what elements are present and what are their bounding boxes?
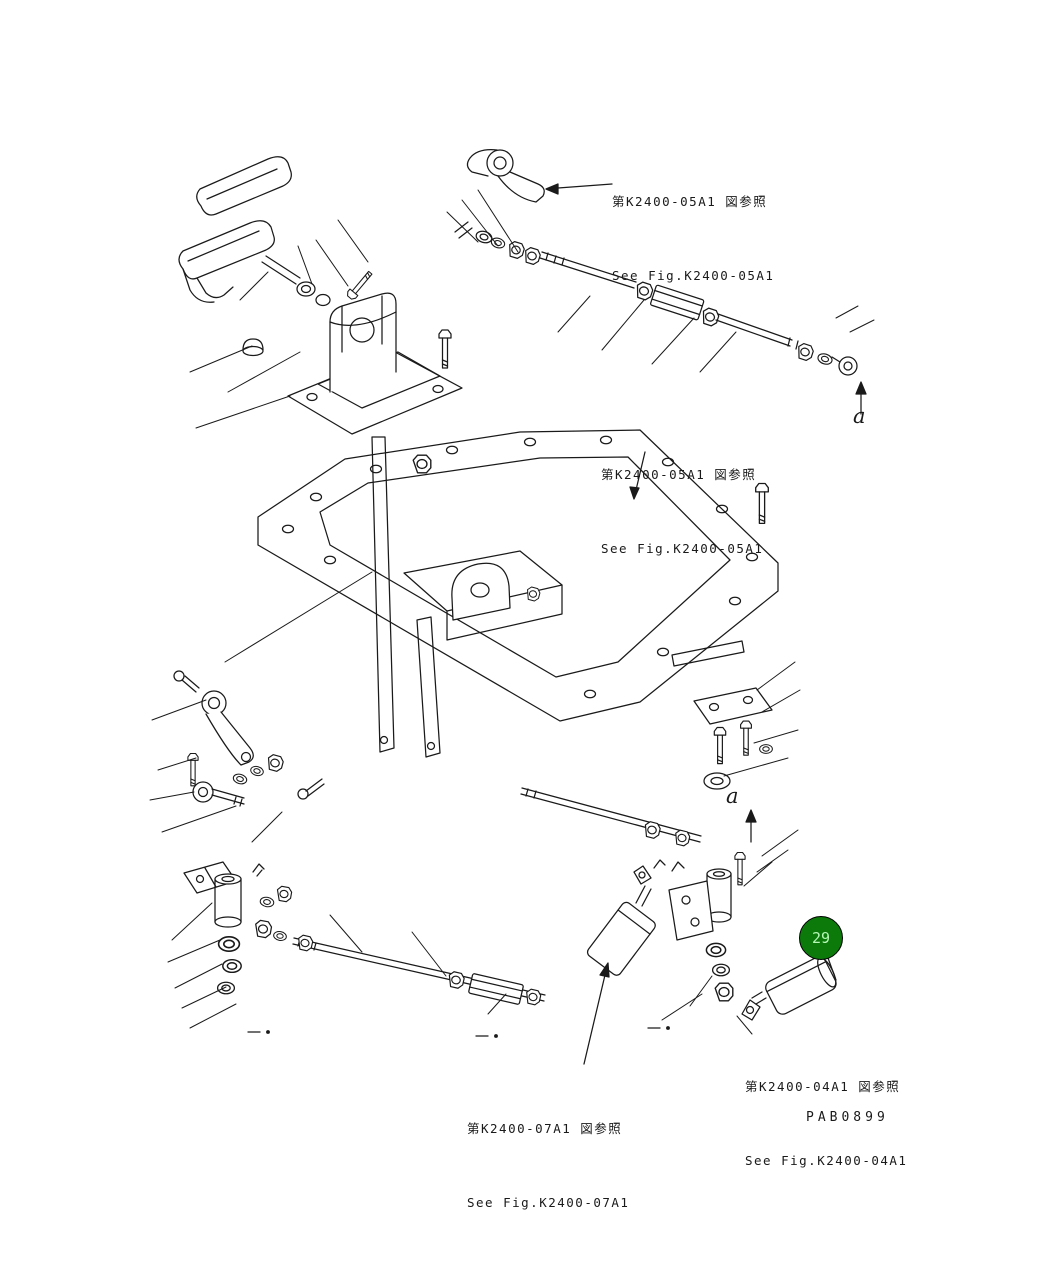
ref-label-center-jp: 第K2400-05A1 図参照 [601, 467, 757, 482]
ref-label-bottom-right-en: See Fig.K2400-04A1 [745, 1153, 908, 1168]
ref-label-top-right: 第K2400-05A1 図参照 See Fig.K2400-05A1 [612, 139, 774, 337]
pedal-assembly [178, 156, 292, 303]
ref-label-center: 第K2400-05A1 図参照 See Fig.K2400-05A1 [601, 412, 763, 610]
ref-label-bottom-center-jp: 第K2400-07A1 図参照 [467, 1121, 623, 1136]
mounting-bracket [287, 292, 463, 474]
floor-plate [257, 429, 779, 758]
ref-label-bottom-center: 第K2400-07A1 図参照 See Fig.K2400-07A1 [467, 1066, 629, 1264]
ref-label-top-right-jp: 第K2400-05A1 図参照 [612, 194, 768, 209]
spring-damper [586, 859, 666, 976]
view-marker-a-middle: a [726, 784, 739, 808]
view-marker-a-top: a [853, 404, 866, 428]
pivot-assembly-lower-left [183, 861, 293, 995]
part-callout-29[interactable]: 29 [799, 916, 843, 960]
reference-arrows [545, 183, 867, 1065]
upper-linkage-rod [454, 149, 858, 376]
lever-assembly-right [520, 787, 746, 1002]
ref-label-center-en: See Fig.K2400-05A1 [601, 541, 764, 556]
ref-label-bottom-center-en: See Fig.K2400-07A1 [467, 1195, 630, 1210]
ref-label-bottom-right: 第K2400-04A1 図参照 See Fig.K2400-04A1 [745, 1024, 907, 1222]
ref-label-bottom-right-jp: 第K2400-04A1 図参照 [745, 1079, 901, 1094]
lever-assembly-left [173, 670, 325, 807]
support-bracket-right [693, 687, 773, 790]
leader-lines [149, 189, 875, 1035]
break-marks [247, 1026, 670, 1038]
pedal-pivot-parts [242, 255, 375, 357]
part-callout-29-number: 29 [811, 929, 831, 947]
lower-linkage-rod [292, 933, 546, 1007]
drawing-code: PAB0899 [806, 1110, 889, 1125]
valve-cylinder [741, 956, 837, 1021]
ref-label-top-right-en: See Fig.K2400-05A1 [612, 268, 775, 283]
